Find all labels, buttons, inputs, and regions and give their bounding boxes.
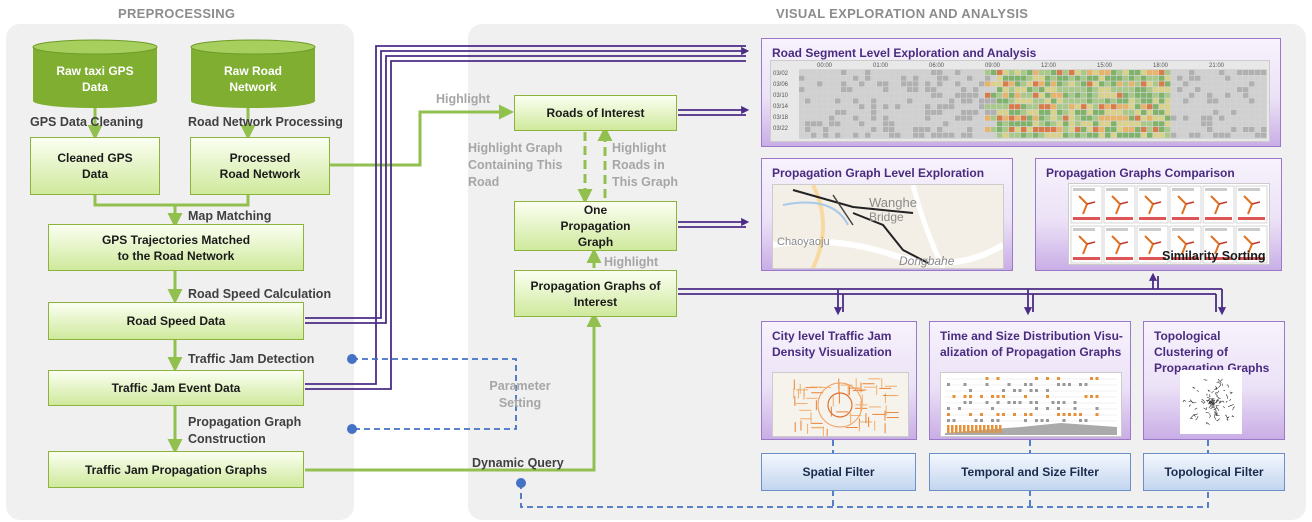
gps-cleaning-label: GPS Data Cleaning <box>30 115 144 129</box>
road-segment-heatmap: 00:00 01:00 06:00 09:00 12:00 15:00 18:00 21:00… <box>770 60 1270 142</box>
preprocessing-flow <box>87 104 602 472</box>
date-tick: 03/22 <box>773 126 789 132</box>
time-size-svg <box>945 377 1117 435</box>
jam-graphs-box: Traffic Jam Propagation Graphs <box>48 451 304 488</box>
parameter-setting-label: Parameter Setting <box>489 379 551 410</box>
raw-taxi-gps-label: Raw taxi GPS Data <box>56 64 134 94</box>
comparison-svg <box>1070 185 1268 264</box>
date-tick: 03/10 <box>773 93 789 99</box>
topological-thumbnail <box>1180 370 1242 434</box>
jam-event-box: Traffic Jam Event Data <box>48 370 304 406</box>
gps-matched-box: GPS Trajectories Matched to the Road Net… <box>48 224 304 271</box>
graph-map-thumbnail: Wanghe Bridge Chaoyaoju Dongbahe <box>772 184 1004 269</box>
preprocessing-title: PREPROCESSING <box>118 6 236 21</box>
road-processing-label: Road Network Processing <box>188 115 343 129</box>
date-tick: 03/06 <box>773 82 789 88</box>
visual-exploration-title: VISUAL EXPLORATION AND ANALYSIS <box>776 6 1029 21</box>
cleaned-gps-box: Cleaned GPS Data <box>30 137 160 195</box>
time-tick: 01:00 <box>873 63 889 69</box>
speed-calc-label: Road Speed Calculation <box>188 287 332 301</box>
highlight-roads-label: Highlight Roads in This Graph <box>612 141 678 189</box>
prop-construction-label: Propagation Graph Construction <box>188 415 302 446</box>
time-tick: 09:00 <box>985 63 1001 69</box>
road-segment-title: Road Segment Level Exploration and Analy… <box>772 46 1037 60</box>
time-tick: 00:00 <box>817 63 833 69</box>
time-size-thumbnail <box>940 372 1122 437</box>
time-tick: 15:00 <box>1097 63 1113 69</box>
highlight-label-1: Highlight <box>436 92 491 106</box>
graph-level-title: Propagation Graph Level Exploration <box>772 166 985 180</box>
raw-road-network-label: Raw Road Network <box>223 64 282 94</box>
time-tick: 18:00 <box>1153 63 1169 69</box>
highlight-dashed <box>577 126 613 204</box>
jam-detection-label: Traffic Jam Detection <box>188 352 315 366</box>
road-speed-box: Road Speed Data <box>48 302 304 340</box>
highlight-label-2: Highlight <box>604 255 659 269</box>
comparison-title: Propagation Graphs Comparison <box>1046 166 1235 180</box>
spatial-filter-button[interactable]: Spatial Filter <box>761 453 916 491</box>
graphs-of-interest-box: Propagation Graphs of Interest <box>514 270 677 317</box>
time-tick: 12:00 <box>1041 63 1057 69</box>
date-tick: 03/18 <box>773 115 789 121</box>
purple-connectors <box>305 45 1227 390</box>
roads-of-interest-box: Roads of Interest <box>514 95 677 131</box>
query-dot <box>516 478 526 488</box>
processed-road-box: Processed Road Network <box>190 137 330 195</box>
time-size-title: Time and Size Distribution Visu-alizatio… <box>940 329 1123 359</box>
topological-filter-button[interactable]: Topological Filter <box>1143 453 1285 491</box>
map-matching-label: Map Matching <box>188 209 272 223</box>
param-dot-2 <box>347 424 357 434</box>
highlight-graph-label: Highlight Graph Containing This Road <box>468 141 563 189</box>
city-level-title: City level Traffic Jam Density Visualiza… <box>772 329 892 359</box>
date-tick: 03/02 <box>773 71 789 77</box>
city-density-svg <box>773 373 908 436</box>
comparison-grid <box>1068 183 1270 265</box>
topological-svg <box>1182 378 1236 425</box>
map-label-bridge: Bridge <box>869 210 904 224</box>
graph-map-svg: Wanghe Bridge Chaoyaoju Dongbahe <box>773 185 1003 268</box>
dynamic-query-label: Dynamic Query <box>472 456 564 470</box>
map-label-dongbahe: Dongbahe <box>899 254 955 268</box>
param-dot-1 <box>347 354 357 364</box>
topological-title: Topological Clustering of Propagation Gr… <box>1154 329 1270 375</box>
date-tick: 03/14 <box>773 104 789 110</box>
city-density-thumbnail <box>772 372 909 437</box>
one-graph-box: One Propagation Graph <box>514 201 677 251</box>
heatmap-svg: 00:00 01:00 06:00 09:00 12:00 15:00 18:00 21:00… <box>773 63 1267 139</box>
time-tick: 06:00 <box>929 63 945 69</box>
similarity-sorting-label: Similarity Sorting <box>1162 249 1266 263</box>
map-label-wanghe: Wanghe <box>869 195 917 210</box>
time-tick: 21:00 <box>1209 63 1225 69</box>
temporal-size-filter-button[interactable]: Temporal and Size Filter <box>929 453 1131 491</box>
map-label-chaoyaoju: Chaoyaoju <box>777 236 830 248</box>
